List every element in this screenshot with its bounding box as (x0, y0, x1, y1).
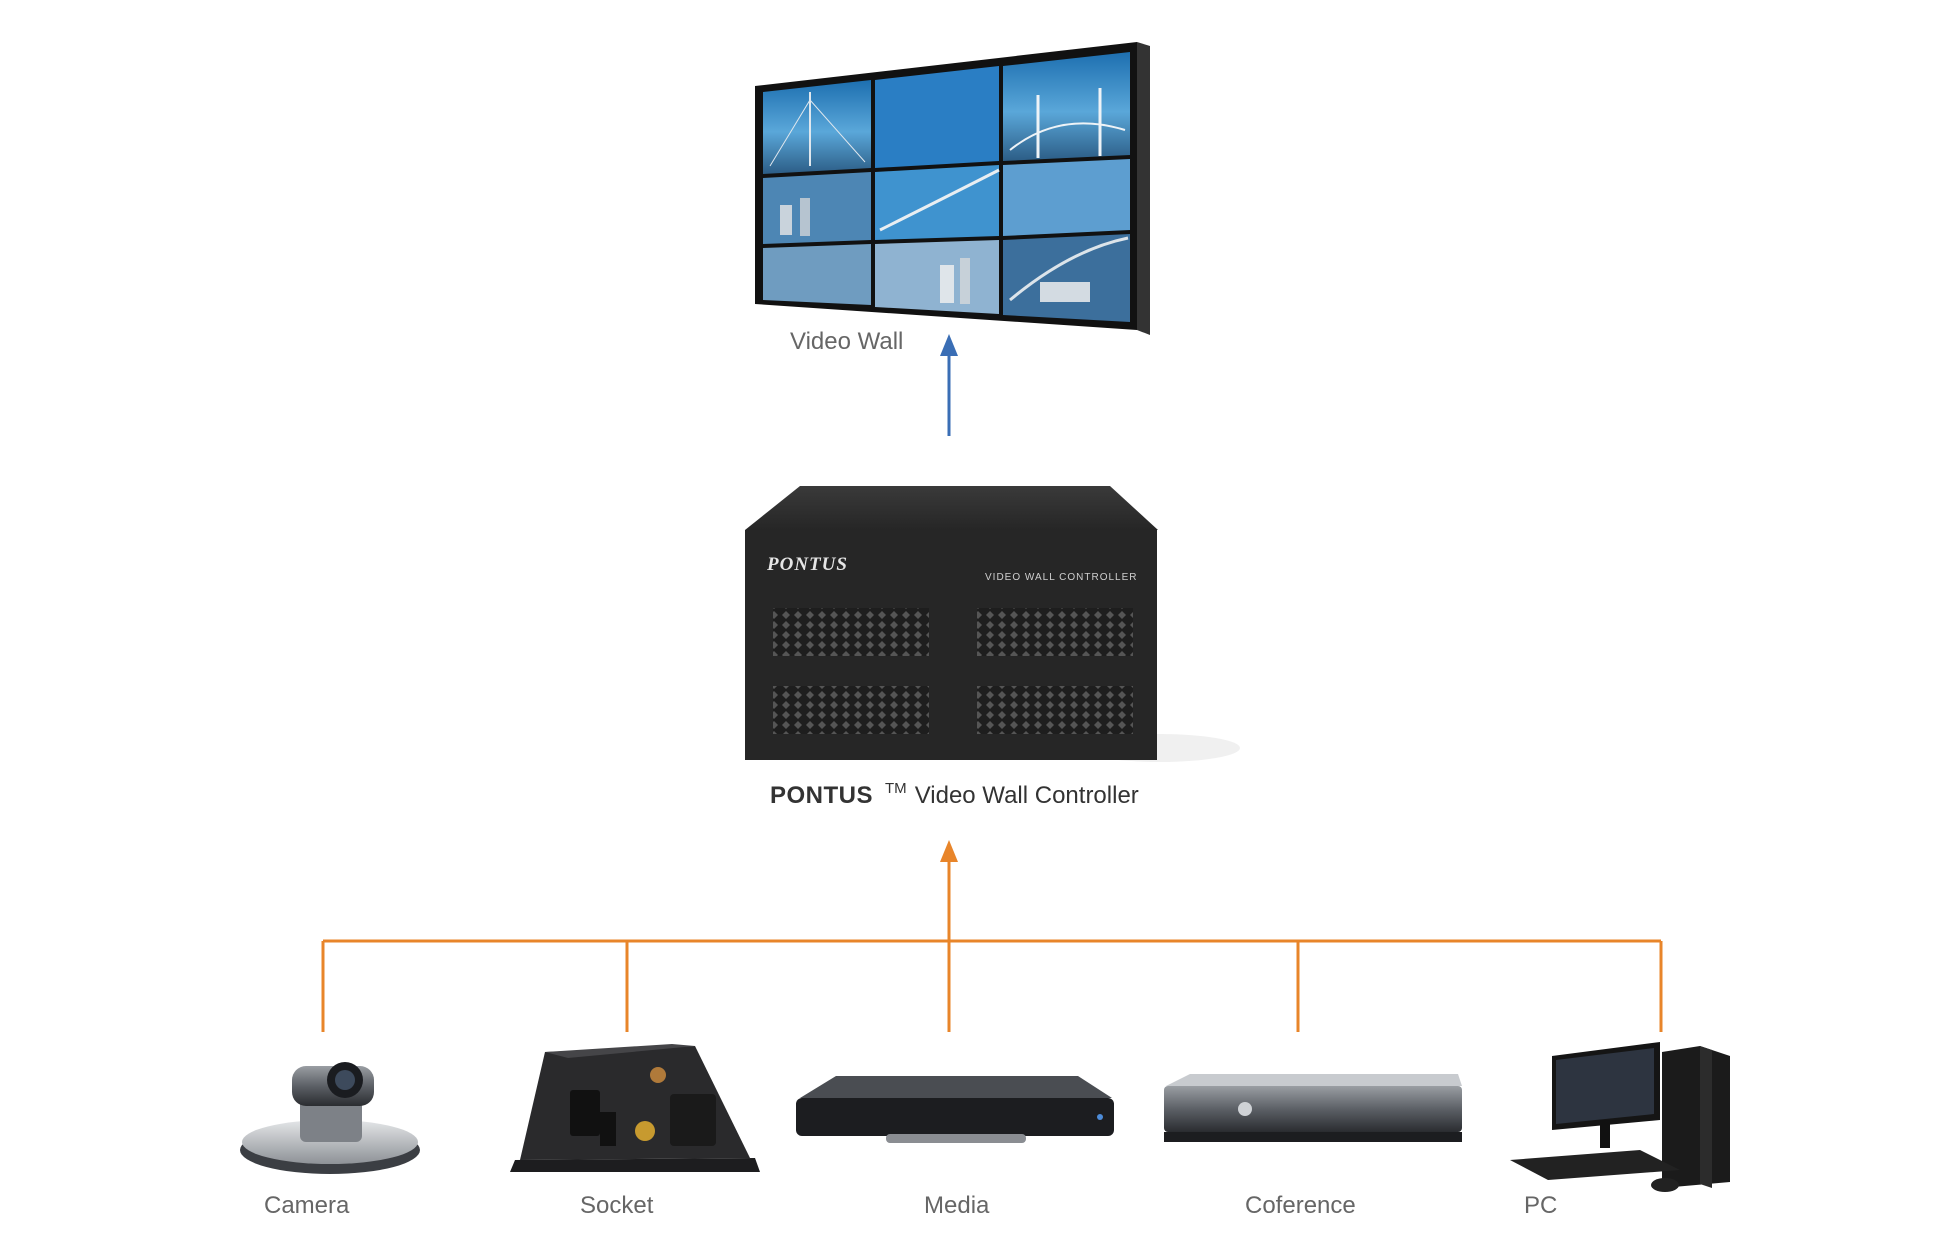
video-wall-controller: PONTUS VIDEO WALL CONTROLLER (745, 486, 1240, 762)
video-wall-label: Video Wall (790, 328, 903, 355)
source-label-media: Media (924, 1192, 990, 1219)
source-label-socket: Socket (580, 1192, 654, 1219)
vent-grille (977, 686, 1133, 734)
socket-icon (510, 1044, 760, 1172)
vent-grille (773, 608, 929, 656)
input-arrow-head (940, 840, 958, 862)
conference-device-icon (1164, 1074, 1462, 1142)
source-label-camera: Camera (264, 1192, 350, 1219)
trademark-mark: TM (885, 780, 907, 797)
controller-brand-logo: PONTUS (766, 554, 848, 575)
controller-panel-text: VIDEO WALL CONTROLLER (985, 572, 1138, 583)
vent-grille (977, 608, 1133, 656)
input-connectors (321, 860, 1663, 1032)
vent-grille (773, 686, 929, 734)
output-arrow (940, 334, 958, 436)
source-label-coference: Coference (1245, 1192, 1356, 1219)
source-label-pc: PC (1524, 1192, 1557, 1219)
video-wall-screens (763, 52, 1130, 322)
video-wall (755, 42, 1150, 335)
controller-name: PONTUS (770, 782, 874, 809)
pc-icon (1510, 1042, 1730, 1192)
media-player-icon (796, 1076, 1114, 1143)
controller-subtitle: Video Wall Controller (914, 782, 1139, 809)
camera-icon (240, 1062, 420, 1174)
controller-caption: PONTUS TM Video Wall Controller (770, 780, 1139, 810)
